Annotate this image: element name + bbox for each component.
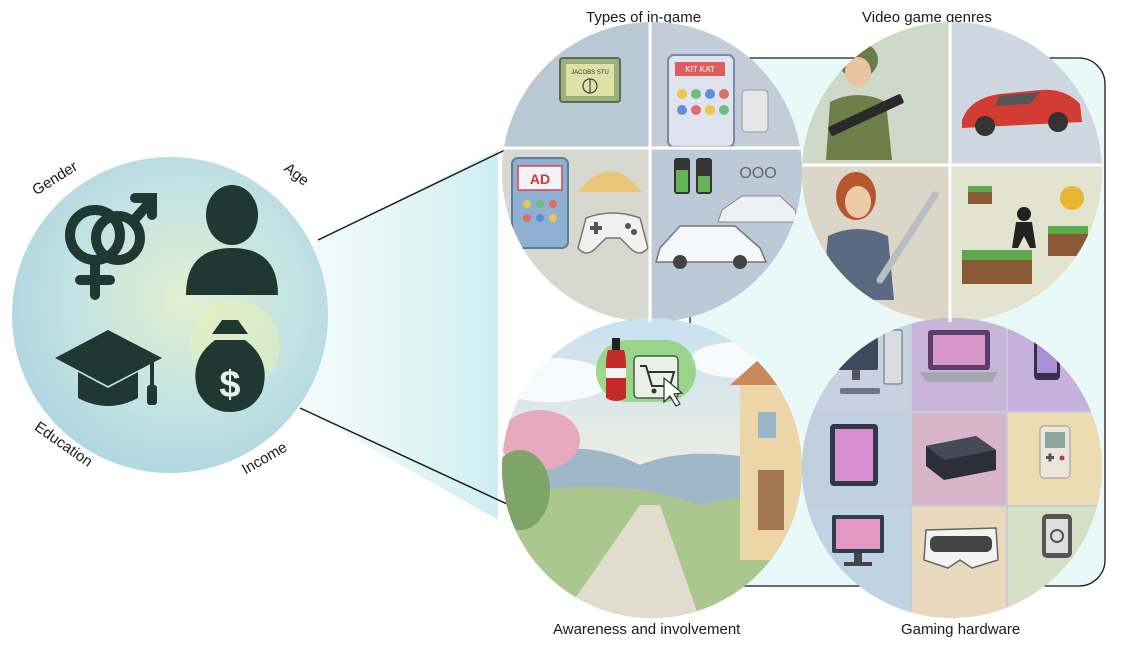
laptop-icon: [920, 330, 998, 382]
handheld-icon: [1040, 426, 1070, 478]
svg-text:AD: AD: [530, 171, 550, 187]
billboard-ad-icon: JACOBS STU: [560, 58, 620, 102]
svg-text:$: $: [219, 364, 240, 406]
shopping-cart-icon: [634, 356, 682, 406]
connector-beam: [300, 150, 498, 520]
svg-text:KIT KAT: KIT KAT: [685, 65, 715, 74]
dots-text: OOO: [739, 165, 776, 182]
svg-text:JACOBS STU: JACOBS STU: [571, 70, 609, 76]
tablet-icon: [830, 424, 878, 486]
in-game-ad-overlay: [596, 338, 696, 406]
demographics-circle: $: [12, 157, 328, 473]
ad-display-icon: AD: [512, 158, 568, 248]
smart-watch-icon: [1042, 514, 1072, 558]
